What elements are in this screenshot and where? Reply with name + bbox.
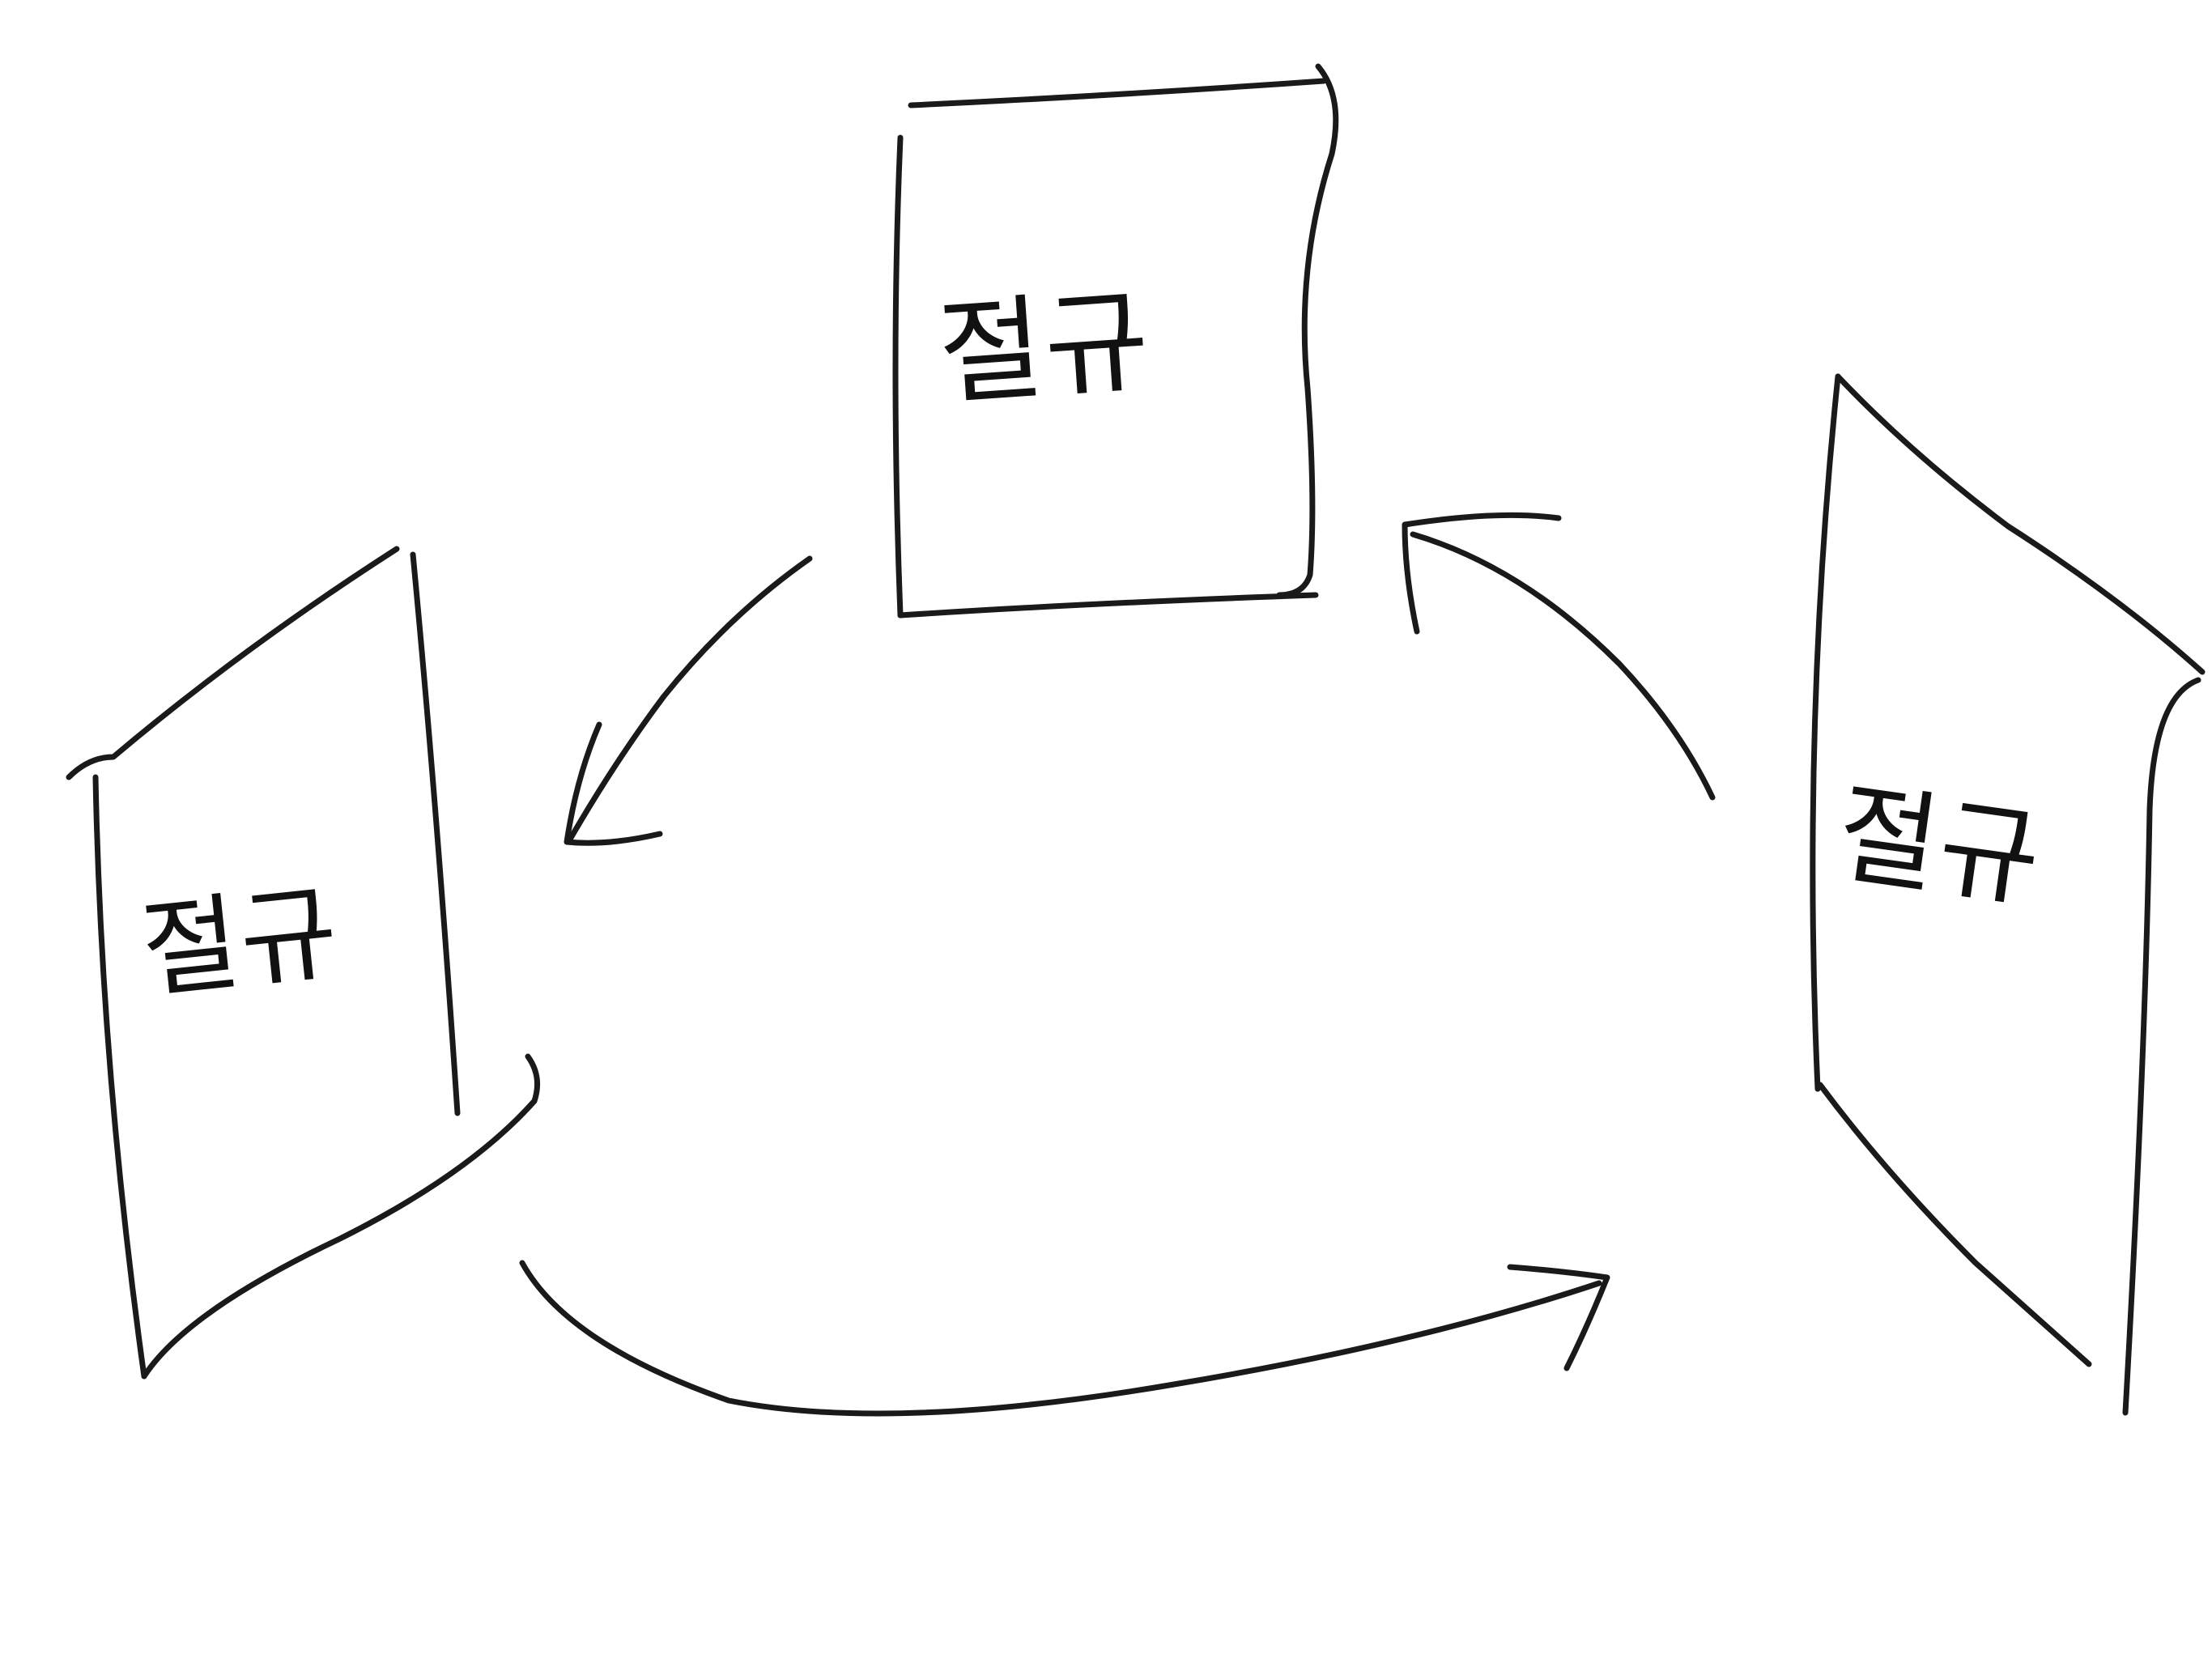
panel-right-label: 절규 (1830, 769, 2050, 924)
arrow-left-to-right (519, 1260, 1610, 1417)
panel-top: 절규 (892, 63, 1339, 619)
panel-left-label: 절규 (136, 870, 345, 1014)
panel-left: 절규 (66, 546, 541, 1380)
panel-right: 절규 (1810, 373, 2206, 1416)
panel-top-label: 절규 (934, 275, 1155, 422)
arrow-top-to-left (564, 555, 813, 846)
arrow-right-to-top (1402, 512, 1716, 801)
